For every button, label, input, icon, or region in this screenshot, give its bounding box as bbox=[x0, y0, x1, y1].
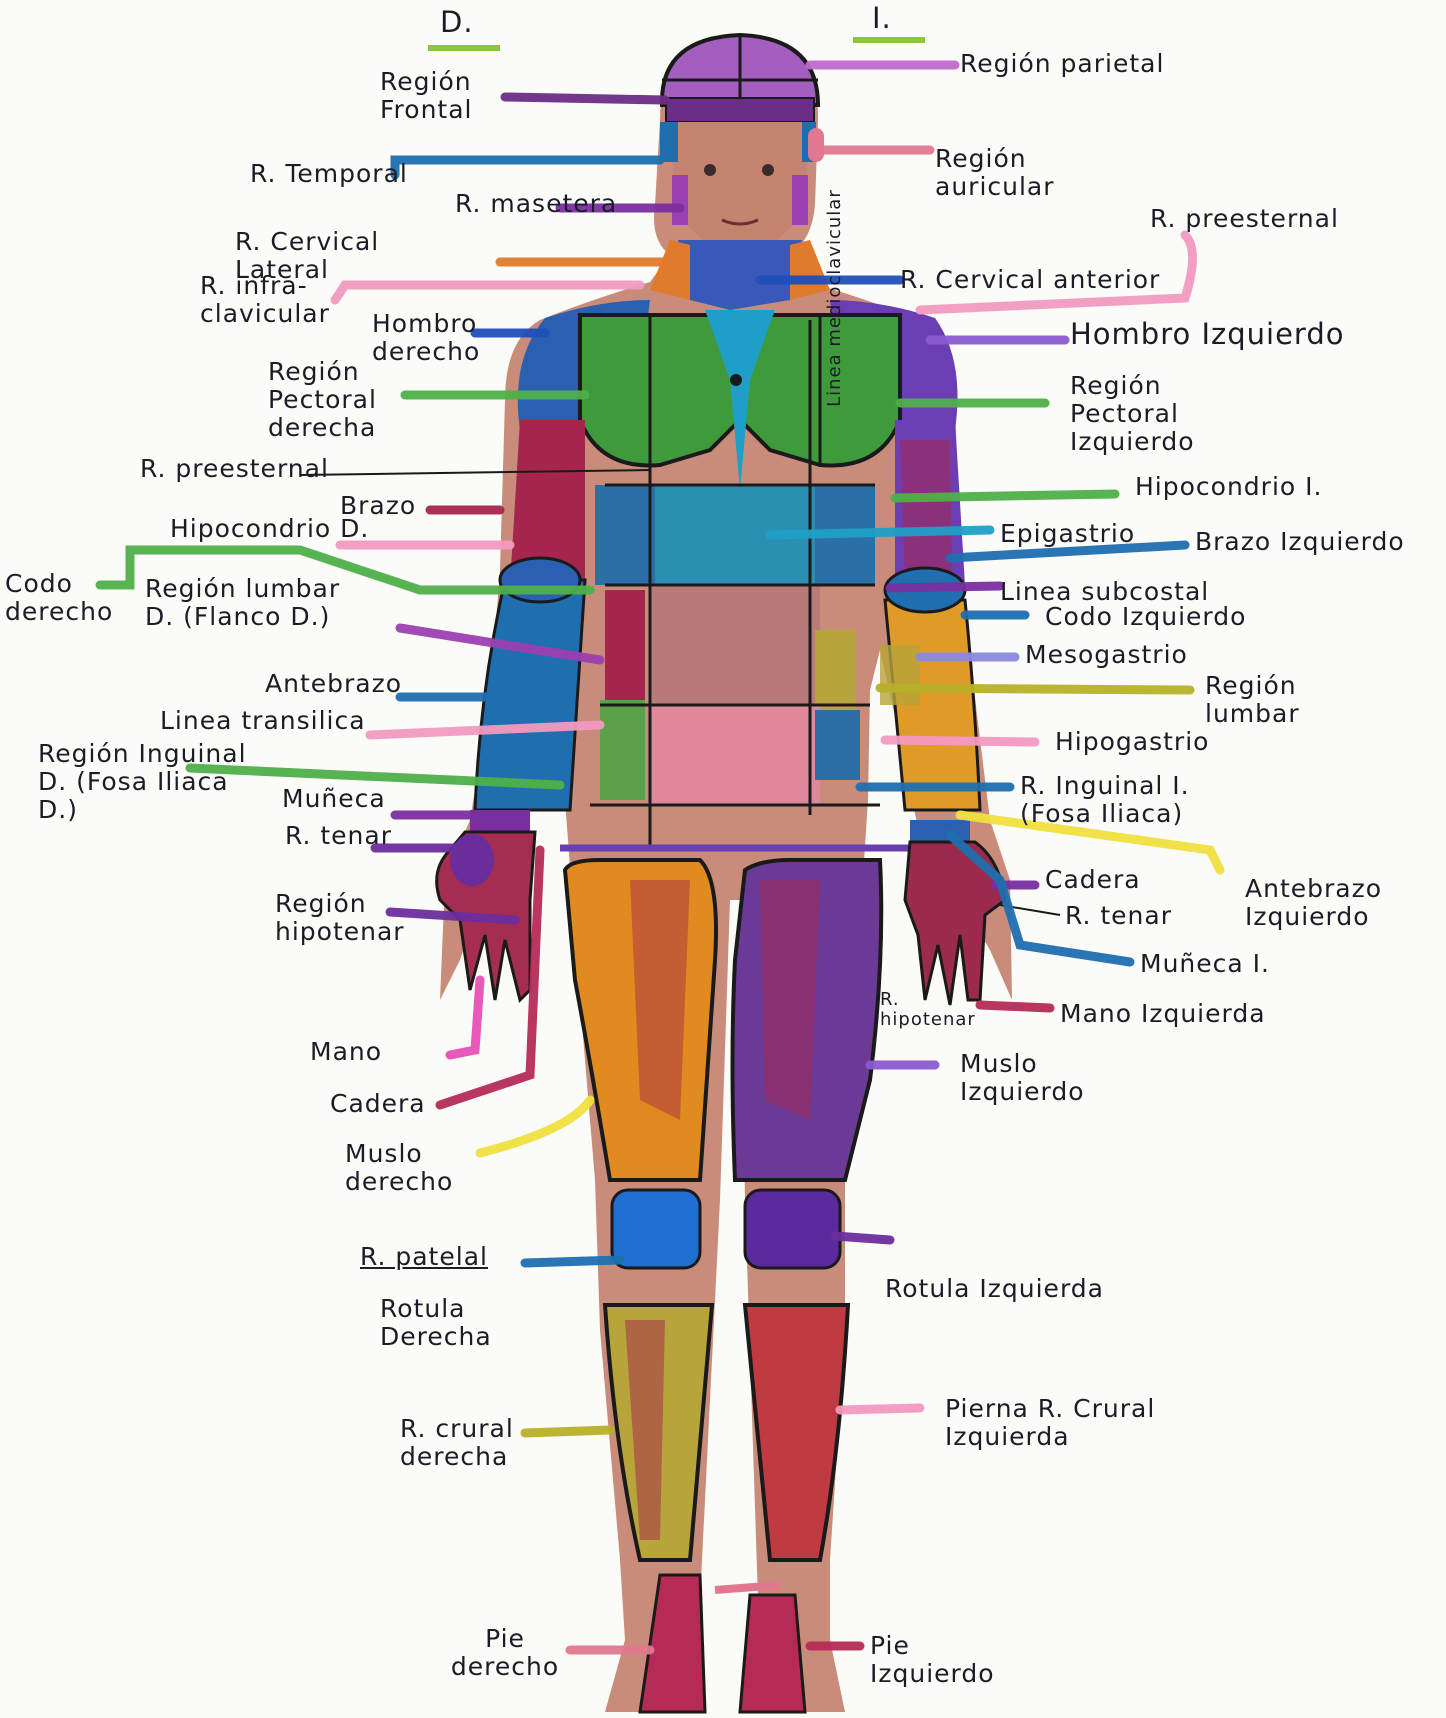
label-right-elbow: Codo derecho bbox=[5, 570, 115, 626]
neck bbox=[678, 240, 802, 310]
left-side-marker: I. bbox=[872, 2, 892, 34]
mesogastrium bbox=[650, 585, 820, 705]
midline-label: Linea medioclavicular bbox=[825, 168, 845, 428]
label-left-arm: Brazo Izquierdo bbox=[1195, 528, 1405, 556]
right-knee bbox=[612, 1190, 700, 1268]
label-right-wrist: Muñeca bbox=[282, 785, 386, 813]
label-transilica-line: Linea transilica bbox=[160, 707, 366, 735]
label-left-inguinal: R. Inguinal I. (Fosa Iliaca) bbox=[1020, 772, 1240, 828]
label-left-tenar: R. tenar bbox=[1065, 902, 1172, 930]
label-right-thigh: Muslo derecho bbox=[345, 1140, 485, 1196]
label-r-temporal: R. Temporal bbox=[250, 160, 408, 188]
label-hypogastrium: Hipogastrio bbox=[1055, 728, 1209, 756]
head-frontal bbox=[666, 98, 814, 122]
label-right-hip: Cadera bbox=[330, 1090, 426, 1118]
label-region-frontal: Región Frontal bbox=[380, 68, 560, 124]
label-region-parietal: Región parietal bbox=[960, 50, 1164, 78]
label-left-forearm: Antebrazo Izquierdo bbox=[1245, 875, 1425, 931]
label-right-forearm: Antebrazo bbox=[265, 670, 402, 698]
label-left-elbow: Codo Izquierdo bbox=[1045, 603, 1246, 631]
label-left-hand: Mano Izquierda bbox=[1060, 1000, 1266, 1028]
label-right-hand: Mano bbox=[310, 1038, 382, 1066]
label-r-preesternal-left: R. preesternal bbox=[1150, 205, 1339, 233]
label-right-crural: R. crural derecha bbox=[400, 1415, 560, 1471]
label-left-lumbar: Región lumbar bbox=[1205, 672, 1365, 728]
label-right-hypotenar: Región hipotenar bbox=[275, 890, 415, 946]
label-r-infraclavicular: R. infra-clavicular bbox=[200, 272, 350, 328]
label-right-foot: Pie derecho bbox=[440, 1625, 570, 1681]
label-r-preesternal-right: R. preesternal bbox=[140, 455, 329, 483]
label-right-pectoral: Región Pectoral derecha bbox=[268, 358, 403, 442]
label-left-wrist: Muñeca I. bbox=[1140, 950, 1270, 978]
label-region-auricular: Región auricular bbox=[935, 145, 1095, 201]
label-left-patella: Rotula Izquierda bbox=[885, 1275, 1104, 1303]
left-foot bbox=[740, 1595, 805, 1712]
label-epigastrium: Epigastrio bbox=[1000, 520, 1135, 548]
label-left-pectoral: Región Pectoral Izquierdo bbox=[1070, 372, 1270, 456]
left-knee bbox=[745, 1190, 840, 1268]
label-right-inguinal: Región Inguinal D. (Fosa Iliaca D.) bbox=[38, 740, 258, 824]
label-hypochondrium-right: Hipocondrio D. bbox=[170, 515, 369, 543]
label-left-hip: Cadera bbox=[1045, 866, 1141, 894]
label-right-patella: Rotula Derecha bbox=[380, 1295, 560, 1351]
label-mesogastrium: Mesogastrio bbox=[1025, 641, 1188, 669]
right-elbow bbox=[500, 558, 580, 602]
header-underlines bbox=[428, 40, 925, 48]
label-r-masetera: R. masetera bbox=[455, 190, 617, 218]
label-right-lumbar: Región lumbar D. (Flanco D.) bbox=[145, 575, 375, 631]
label-r-patelal: R. patelal bbox=[360, 1243, 488, 1271]
left-wrist bbox=[910, 820, 970, 842]
label-left-foot: Pie Izquierdo bbox=[870, 1632, 1040, 1688]
label-right-tenar: R. tenar bbox=[285, 822, 392, 850]
label-hypochondrium-left: Hipocondrio I. bbox=[1135, 473, 1322, 501]
label-left-hypotenar: R. hipotenar bbox=[880, 990, 990, 1030]
label-left-thigh: Muslo Izquierdo bbox=[960, 1050, 1120, 1106]
label-left-leg: Pierna R. Crural Izquierda bbox=[945, 1395, 1185, 1451]
ear-left bbox=[808, 128, 824, 162]
label-left-shoulder: Hombro Izquierdo bbox=[1070, 318, 1344, 350]
label-r-cervical-anterior: R. Cervical anterior bbox=[900, 266, 1160, 294]
right-side-marker: D. bbox=[440, 6, 474, 38]
hypogastrium bbox=[650, 705, 820, 805]
